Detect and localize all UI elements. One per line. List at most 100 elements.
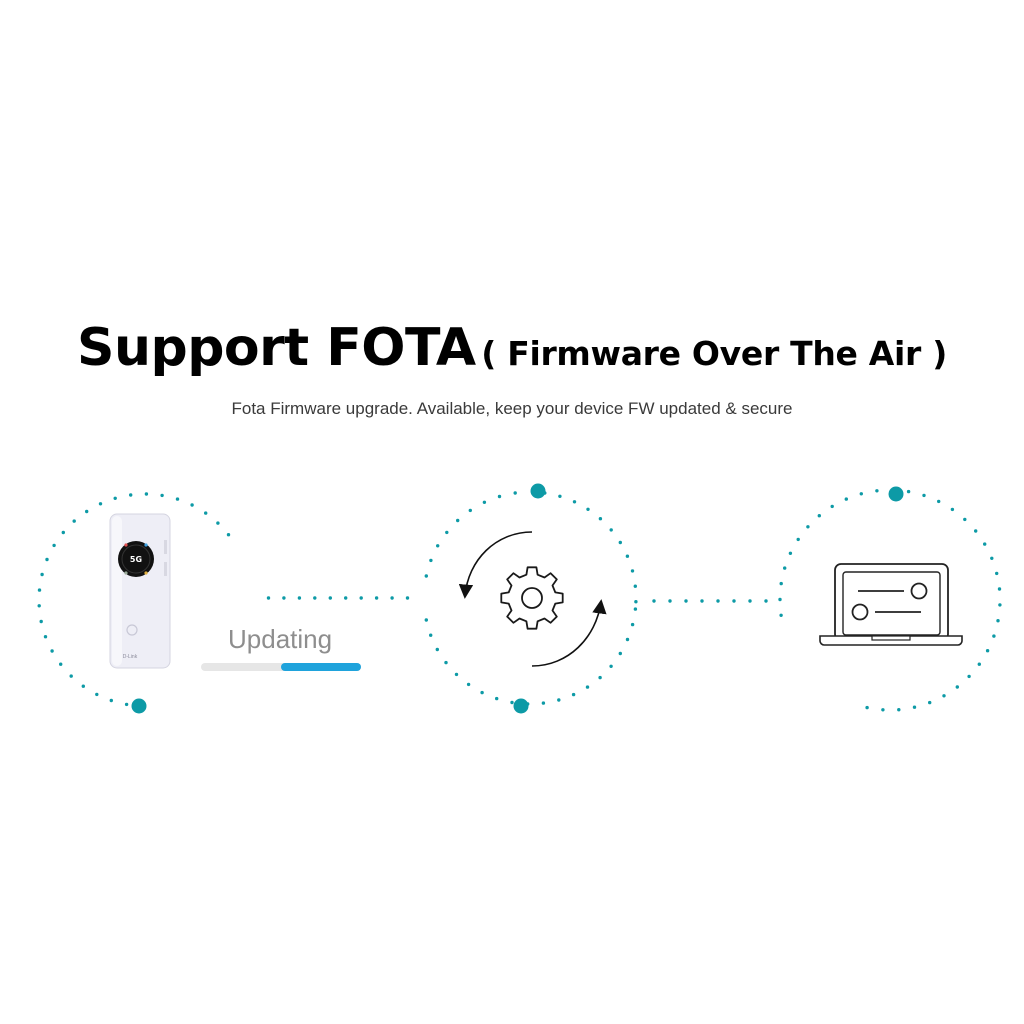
path-dot	[906, 489, 911, 494]
path-dot	[59, 662, 63, 666]
laptop-icon	[819, 563, 963, 646]
path-dot	[109, 698, 114, 703]
path-dot	[618, 651, 622, 656]
path-dot	[955, 685, 959, 689]
path-dot	[482, 500, 487, 504]
path-dot	[937, 499, 941, 504]
path-dot	[633, 607, 638, 611]
page-subtitle: Fota Firmware upgrade. Available, keep y…	[231, 399, 793, 418]
path-dot	[50, 649, 54, 653]
path-dot	[732, 599, 736, 603]
path-dot	[456, 518, 460, 523]
path-dot	[609, 528, 613, 532]
path-dot	[95, 692, 99, 697]
path-dot	[328, 596, 332, 600]
path-dot	[977, 662, 981, 666]
path-dot	[558, 494, 562, 498]
path-dot	[995, 571, 999, 576]
path-dot	[297, 596, 302, 600]
mobile-router-icon: 5G D-Link	[109, 513, 171, 669]
path-dot	[997, 587, 1002, 591]
path-dot	[43, 635, 48, 639]
path-dot	[37, 588, 42, 592]
path-dot	[974, 529, 978, 533]
path-dot	[922, 493, 926, 498]
path-dot	[598, 517, 603, 521]
sync-arrow-top	[458, 531, 533, 599]
path-dot	[634, 600, 638, 604]
path-dot	[928, 700, 932, 705]
path-dot	[881, 708, 885, 712]
path-dot	[844, 497, 848, 501]
path-dot	[830, 504, 834, 509]
path-dot	[497, 494, 502, 499]
path-dot	[897, 708, 901, 712]
path-dot	[85, 509, 89, 514]
path-dot	[129, 493, 133, 497]
path-dot	[985, 649, 990, 653]
path-dot	[652, 599, 656, 603]
path-dot	[282, 596, 286, 600]
path-dot	[783, 566, 787, 570]
path-dot	[61, 530, 65, 535]
gear-icon	[500, 566, 564, 630]
accent-dot-center-top	[530, 483, 546, 499]
path-dot	[865, 705, 869, 710]
path-dot	[625, 554, 630, 558]
path-dot	[585, 685, 590, 689]
status-label: Updating	[228, 624, 332, 654]
gear-sync-icon	[458, 531, 607, 667]
path-dot	[992, 634, 996, 638]
path-dot	[998, 603, 1002, 607]
path-dot	[40, 572, 44, 577]
path-dot	[859, 492, 863, 496]
path-dot	[216, 521, 220, 525]
path-dot	[313, 596, 317, 600]
path-dot	[429, 558, 433, 563]
path-dot	[586, 507, 590, 511]
path-dot	[144, 492, 149, 496]
path-dot	[424, 574, 428, 578]
path-dot	[990, 556, 994, 560]
path-dot	[37, 604, 41, 608]
path-dot	[942, 694, 946, 698]
path-dot	[625, 637, 630, 642]
path-dot	[983, 542, 987, 546]
path-dot	[160, 493, 164, 498]
path-dot	[557, 698, 561, 702]
path-dot	[495, 696, 499, 701]
accent-dot-left	[131, 698, 147, 714]
path-dot	[374, 596, 379, 600]
path-dot	[963, 517, 967, 522]
progress-bar	[201, 663, 361, 671]
path-dot	[572, 500, 577, 504]
path-dot	[748, 599, 752, 603]
progress-fill	[281, 663, 361, 671]
path-dot	[480, 690, 484, 695]
path-dot	[81, 684, 86, 688]
path-dot	[39, 619, 43, 624]
path-dot	[806, 525, 810, 529]
path-dot	[967, 674, 971, 679]
path-dot	[541, 701, 546, 705]
path-dot	[359, 596, 363, 600]
sync-arrow-bottom	[531, 599, 607, 667]
path-dot	[796, 537, 800, 542]
path-dot	[424, 618, 428, 622]
title-main: Support FOTA	[77, 318, 476, 378]
path-dot	[633, 584, 637, 588]
path-dot	[630, 569, 635, 573]
device-brand: D-Link	[123, 654, 138, 660]
path-dot	[45, 557, 49, 562]
path-dot	[779, 613, 783, 617]
path-dot	[513, 491, 517, 495]
path-dot	[778, 597, 782, 602]
path-dot	[435, 647, 439, 652]
path-dot	[436, 544, 440, 548]
path-dot	[204, 511, 208, 515]
path-dot	[175, 497, 180, 501]
path-dot	[69, 674, 73, 678]
path-dot	[454, 672, 459, 677]
path-dot	[996, 619, 1000, 623]
